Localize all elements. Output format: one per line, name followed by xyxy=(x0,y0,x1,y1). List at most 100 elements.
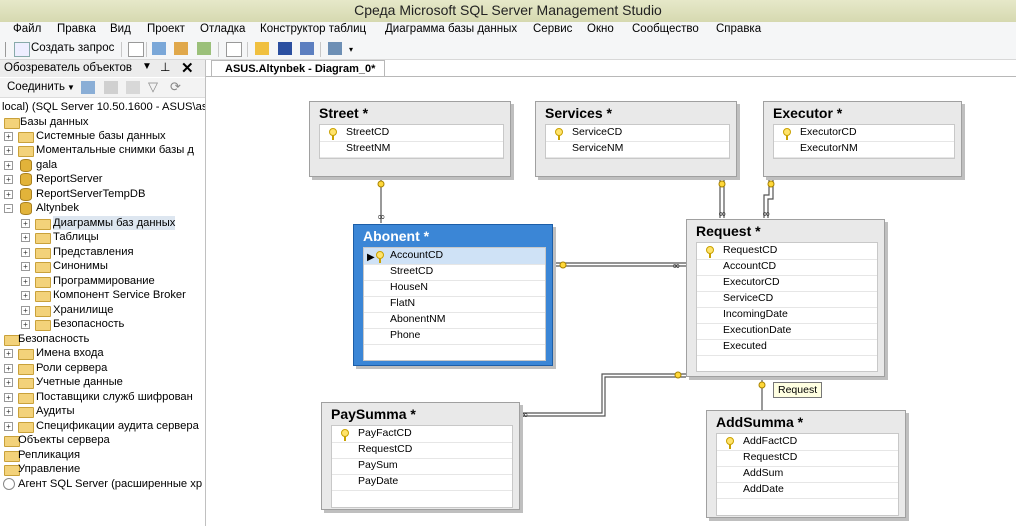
mdx-query-icon[interactable] xyxy=(197,42,211,55)
column-row[interactable]: Executed xyxy=(697,339,877,356)
connect-dropdown-icon[interactable]: ▼ xyxy=(67,83,75,92)
tree-db-snapshots[interactable]: Моментальные снимки базы д xyxy=(36,144,194,156)
column-row[interactable]: ▶AccountCD xyxy=(364,248,545,265)
column-row[interactable]: AddDate xyxy=(717,482,898,499)
column-row[interactable]: RequestCD xyxy=(717,450,898,467)
expand-icon[interactable]: + xyxy=(21,219,30,228)
column-row[interactable]: HouseN xyxy=(364,280,545,297)
column-row[interactable]: AccountCD xyxy=(697,259,877,276)
tree-db-security[interactable]: Безопасность xyxy=(53,318,125,330)
table-abonent[interactable]: Abonent * ▶AccountCD StreetCD HouseN Fla… xyxy=(353,224,553,366)
expand-icon[interactable]: + xyxy=(4,364,13,373)
menu-view[interactable]: Вид xyxy=(110,23,131,35)
tree-db-altynbek[interactable]: Altynbek xyxy=(36,202,79,214)
tree-server-audit-specs[interactable]: Спецификации аудита сервера xyxy=(36,420,199,432)
save-all-icon[interactable] xyxy=(300,42,314,55)
column-row[interactable]: RequestCD xyxy=(332,442,512,459)
expand-icon[interactable]: + xyxy=(4,422,13,431)
column-row[interactable]: IncomingDate xyxy=(697,307,877,324)
close-icon[interactable]: ✕ xyxy=(181,60,194,77)
filter-icon[interactable]: ▽ xyxy=(148,79,158,94)
tree-service-broker[interactable]: Компонент Service Broker xyxy=(53,289,186,301)
tree-security[interactable]: Безопасность xyxy=(18,333,90,345)
menu-table-designer[interactable]: Конструктор таблиц xyxy=(260,23,367,35)
column-row[interactable]: StreetCD xyxy=(320,125,503,142)
table-services[interactable]: Services * ServiceCD ServiceNM xyxy=(535,101,737,177)
column-row[interactable]: ServiceCD xyxy=(697,291,877,308)
column-row[interactable]: StreetNM xyxy=(320,141,503,158)
tree-logins[interactable]: Имена входа xyxy=(36,347,104,359)
column-row[interactable]: AddFactCD xyxy=(717,434,898,451)
column-row[interactable]: ExecutorCD xyxy=(697,275,877,292)
expand-icon[interactable]: + xyxy=(4,393,13,402)
menu-file[interactable]: Файл xyxy=(13,23,42,35)
expand-icon[interactable]: + xyxy=(21,320,30,329)
tree-server-roles[interactable]: Роли сервера xyxy=(36,362,108,374)
analysis-query-icon[interactable] xyxy=(174,42,188,55)
table-paysumma[interactable]: PaySumma * PayFactCD RequestCD PaySum Pa… xyxy=(321,402,520,510)
menu-db-diagram[interactable]: Диаграмма базы данных xyxy=(385,23,518,35)
expand-icon[interactable]: + xyxy=(21,262,30,271)
column-row[interactable]: PaySum xyxy=(332,458,512,475)
menu-edit[interactable]: Правка xyxy=(57,23,96,35)
dropdown-icon[interactable]: ▼ xyxy=(142,61,152,72)
tree-credentials[interactable]: Учетные данные xyxy=(36,376,123,388)
expand-icon[interactable]: + xyxy=(4,378,13,387)
expand-icon[interactable]: + xyxy=(21,233,30,242)
column-row[interactable]: FlatN xyxy=(364,296,545,313)
column-row[interactable]: ExecutorCD xyxy=(774,125,954,142)
column-row[interactable]: PayFactCD xyxy=(332,426,512,443)
column-row[interactable]: ServiceCD xyxy=(546,125,729,142)
tree-databases[interactable]: Базы данных xyxy=(20,116,89,128)
toolbar-overflow-icon[interactable]: ▾ xyxy=(349,45,354,54)
expand-icon[interactable]: + xyxy=(4,161,13,170)
tree-db-reportserver[interactable]: ReportServer xyxy=(36,173,103,185)
tree-tables[interactable]: Таблицы xyxy=(53,231,99,243)
menu-tools[interactable]: Сервис xyxy=(533,23,573,35)
connect-server-icon[interactable] xyxy=(81,81,95,94)
db-query-icon[interactable] xyxy=(152,42,166,55)
expand-icon[interactable]: + xyxy=(21,248,30,257)
activity-monitor-icon[interactable] xyxy=(328,42,342,55)
expand-icon[interactable]: + xyxy=(4,132,13,141)
stop-icon[interactable] xyxy=(126,81,140,94)
tree-db-gala[interactable]: gala xyxy=(36,159,58,171)
new-query-icon[interactable] xyxy=(14,42,30,57)
open-folder-icon[interactable] xyxy=(255,42,269,55)
expand-icon[interactable]: + xyxy=(21,291,30,300)
tree-system-databases[interactable]: Системные базы данных xyxy=(36,130,166,142)
column-row[interactable]: ExecutorNM xyxy=(774,141,954,158)
collapse-icon[interactable]: − xyxy=(4,204,13,213)
column-row[interactable]: PayDate xyxy=(332,474,512,491)
tree-crypto-providers[interactable]: Поставщики служб шифрован xyxy=(36,391,193,403)
tree-server[interactable]: local) (SQL Server 10.50.1600 - ASUS\as xyxy=(2,101,206,113)
expand-icon[interactable]: + xyxy=(4,146,13,155)
disconnect-icon[interactable] xyxy=(104,81,118,94)
column-row[interactable]: RequestCD xyxy=(697,243,877,260)
menu-project[interactable]: Проект xyxy=(147,23,185,35)
tree-db-reportservertempdb[interactable]: ReportServerTempDB xyxy=(36,188,146,200)
column-row[interactable]: ServiceNM xyxy=(546,141,729,158)
menu-debug[interactable]: Отладка xyxy=(200,23,246,35)
menu-community[interactable]: Сообщество xyxy=(632,23,699,35)
connect-button[interactable]: Соединить xyxy=(7,81,66,93)
tree-replication[interactable]: Репликация xyxy=(18,449,81,461)
tree-management[interactable]: Управление xyxy=(18,463,81,475)
save-icon[interactable] xyxy=(278,42,292,55)
expand-icon[interactable]: + xyxy=(21,306,30,315)
relationship-request-paysumma[interactable] xyxy=(519,373,686,417)
new-query-button[interactable]: Создать запрос xyxy=(31,42,115,54)
tree-views[interactable]: Представления xyxy=(53,246,134,258)
tree-synonyms[interactable]: Синонимы xyxy=(53,260,108,272)
column-row[interactable]: ExecutionDate xyxy=(697,323,877,340)
expand-icon[interactable]: + xyxy=(4,175,13,184)
expand-icon[interactable]: + xyxy=(4,407,13,416)
column-row[interactable]: AbonentNM xyxy=(364,312,545,329)
table-addsumma[interactable]: AddSumma * AddFactCD RequestCD AddSum Ad… xyxy=(706,410,906,518)
column-row[interactable]: AddSum xyxy=(717,466,898,483)
menu-help[interactable]: Справка xyxy=(716,23,762,35)
pin-icon[interactable]: ⊥ xyxy=(160,60,171,74)
column-row[interactable]: StreetCD xyxy=(364,264,545,281)
tree-server-objects[interactable]: Объекты сервера xyxy=(18,434,110,446)
tree-programmability[interactable]: Программирование xyxy=(53,275,155,287)
